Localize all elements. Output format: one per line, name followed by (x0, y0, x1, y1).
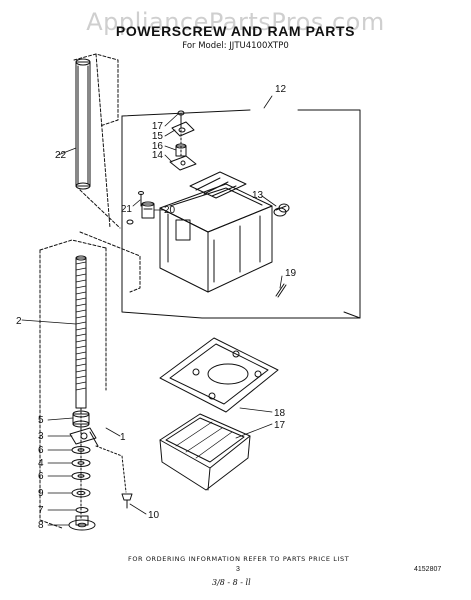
part-8-gear (68, 515, 96, 531)
callout-6-lower: 6 (38, 471, 44, 482)
callout-10: 10 (148, 510, 160, 521)
part-19-pin (275, 283, 287, 298)
part-11-bracket-outline (121, 109, 361, 319)
part-12-fitting (273, 203, 290, 217)
part-11-housing-box (159, 171, 273, 293)
callout-22: 22 (55, 150, 67, 161)
part-7-clip (75, 507, 89, 513)
leader-lines (21, 95, 283, 526)
watermark: AppliancePartsPros.com (86, 8, 385, 36)
callout-6-upper: 6 (38, 445, 44, 456)
callout-11: 12 (275, 84, 287, 95)
callout-13: 14 (152, 150, 164, 161)
powerscrew-threads (75, 261, 87, 391)
callout-15: 16 (152, 141, 164, 152)
diagram-title: POWERSCREW AND RAM PARTS (115, 23, 356, 39)
part-18-plate (159, 337, 279, 413)
document-number: 4152807 (414, 566, 442, 573)
ordering-note: FOR ORDERING INFORMATION REFER TO PARTS … (128, 555, 350, 563)
callout-1: 1 (120, 432, 126, 443)
part-22-rod (75, 58, 91, 190)
callout-2: 2 (16, 316, 22, 327)
callout-16: 17 (152, 121, 164, 132)
part-13-plate (169, 155, 197, 171)
part-3-bracket (69, 427, 99, 447)
part-2-powerscrew (75, 255, 87, 409)
part-14-clip (171, 121, 195, 137)
callout-12: 13 (252, 190, 264, 201)
model-label: For Model: JJTU4100XTP0 (182, 41, 289, 51)
callout-3: 3 (38, 431, 44, 442)
callout-9: 9 (38, 488, 44, 499)
callout-19: 19 (285, 268, 297, 279)
rod-guide-box (73, 53, 119, 127)
callout-numbers: 22 12 17 15 16 14 13 21 20 19 2 5 3 6 4 … (16, 84, 297, 531)
part-20-clip (141, 201, 155, 219)
part-21-screw (126, 191, 144, 225)
callout-8: 8 (38, 520, 44, 531)
callout-17: 17 (274, 420, 286, 431)
part-10-screw (121, 493, 133, 509)
callout-14: 15 (152, 131, 164, 142)
part-1-assembly-outline (39, 239, 107, 529)
callout-20: 20 (164, 205, 176, 216)
callout-18: 18 (274, 408, 286, 419)
callout-5: 5 (38, 415, 44, 426)
callout-7: 7 (38, 505, 44, 516)
handwritten-mark: 3/8 - 8 - ll (212, 578, 251, 587)
part-17-ram-tray (159, 413, 251, 491)
callout-4: 4 (38, 458, 44, 469)
callout-21: 21 (121, 204, 133, 215)
page-number: 3 (236, 566, 240, 573)
